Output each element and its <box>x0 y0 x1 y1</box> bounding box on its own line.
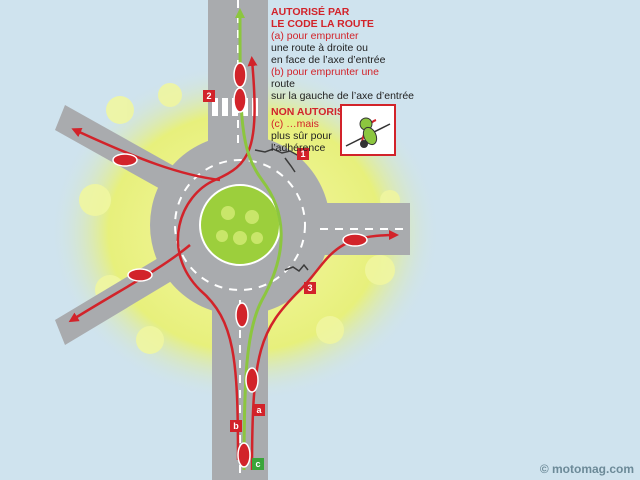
marker-b: b <box>230 420 242 432</box>
legend-allowed-title-2: LE CODE LA ROUTE <box>271 18 374 30</box>
legend-not-allowed-title: NON AUTORISÉ… <box>271 106 362 118</box>
marker-c: c <box>252 458 264 470</box>
marker-2: 2 <box>203 90 215 102</box>
legend-c-line-3: l’adhérence <box>271 142 326 154</box>
legend-allowed-title-1: AUTORISÉ PAR <box>271 6 350 18</box>
motorcycles <box>112 62 368 468</box>
path-b-northwest <box>71 127 221 182</box>
legend-b-line-3: sur la gauche de l’axe d’entrée <box>271 90 415 102</box>
marker-a: a <box>253 404 265 416</box>
legend-a-line-3: en face de l’axe d’entrée <box>271 54 386 66</box>
watermark: © motomag.com <box>539 462 634 476</box>
legend: AUTORISÉ PAR LE CODE LA ROUTE (a) pour e… <box>271 6 431 154</box>
legend-b-line-2: route <box>271 78 295 90</box>
lean-angle-inset <box>340 104 396 156</box>
legend-c-line-1: (c) …mais <box>271 118 319 130</box>
path-c-straight <box>235 8 283 471</box>
legend-c-line-2: plus sûr pour <box>271 130 332 142</box>
legend-a-line-2: une route à droite ou <box>271 42 368 54</box>
marker-3: 3 <box>304 282 316 294</box>
island-stars <box>216 206 263 245</box>
ring-dashed-marking <box>174 159 306 291</box>
leaning-rider-icon <box>345 117 391 148</box>
path-b-left <box>176 56 258 461</box>
marker-1: 1 <box>297 148 309 160</box>
central-island <box>199 184 281 266</box>
skid-marks <box>254 148 309 272</box>
legend-a-line-1: (a) pour emprunter <box>271 30 359 42</box>
legend-b-line-1: (b) pour emprunter une <box>271 66 379 78</box>
